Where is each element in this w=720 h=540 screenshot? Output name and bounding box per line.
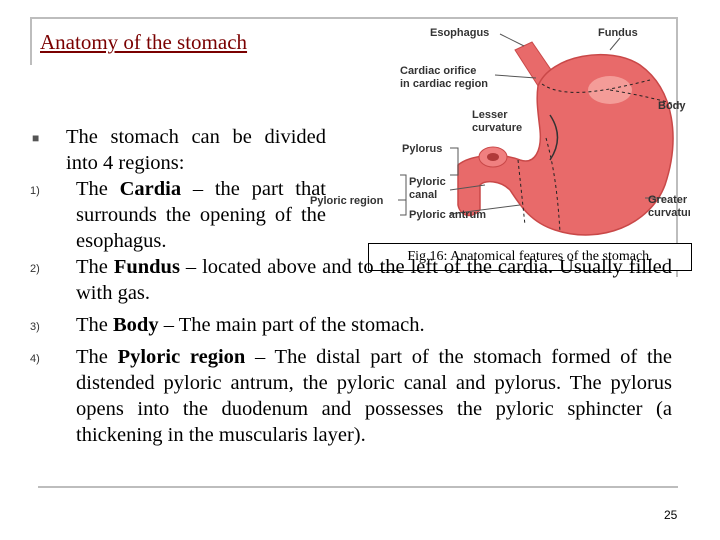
page-number: 25 [664,508,678,522]
label-fundus: Fundus [598,27,638,39]
list-marker: 1) [30,185,40,197]
label-pyloric-antrum: Pyloric antrum [409,209,486,221]
intro-item: ■ The stomach can be divided into 4 regi… [30,124,326,176]
list-marker: 4) [30,353,40,365]
label-pyloric-region: Pyloric region [310,195,384,207]
label-cardiac-1: Cardiac orifice [400,65,476,77]
figure-caption: Fig.16: Anatomical features of the stoma… [368,243,692,271]
label-greater-1: Greater [648,194,688,206]
top-border [30,17,678,19]
list-item-pyloric-region: 4) The Pyloric region – The distal part … [30,346,672,446]
term-fundus: Fundus [113,256,180,278]
content-list: ■ The stomach can be divided into 4 regi… [30,124,672,448]
term-pyloric-region: Pyloric region [117,346,246,368]
label-body: Body [658,100,686,112]
slide-title: Anatomy of the stomach [40,30,248,54]
left-border [30,17,32,65]
bottom-border [38,486,678,488]
list-marker: 3) [30,321,40,333]
list-marker: 2) [30,263,40,275]
label-greater-2: curvature [648,207,690,219]
stomach-diagram: Esophagus Fundus Cardiac orifice in card… [310,27,690,236]
list-item-body: 3) The Body – The main part of the stoma… [30,312,672,338]
label-cardiac-2: in cardiac region [400,78,488,90]
right-border [676,17,678,277]
label-pylorus: Pylorus [402,143,442,155]
bullet-square-icon: ■ [32,131,40,145]
term-body: Body [113,314,159,336]
label-esophagus: Esophagus [430,27,489,39]
term-cardia: Cardia [119,178,182,200]
label-pyloric-canal-2: canal [409,189,437,201]
list-item-cardia: 1) The Cardia – the part that surrounds … [30,178,327,252]
intro-text: The stomach can be divided into 4 region… [66,126,326,174]
label-pyloric-canal-1: Pyloric [409,176,446,188]
label-lesser-1: Lesser [472,109,508,121]
list-item-fundus: 2) The Fundus – located above and to the… [30,256,673,304]
label-lesser-2: curvature [472,122,522,134]
